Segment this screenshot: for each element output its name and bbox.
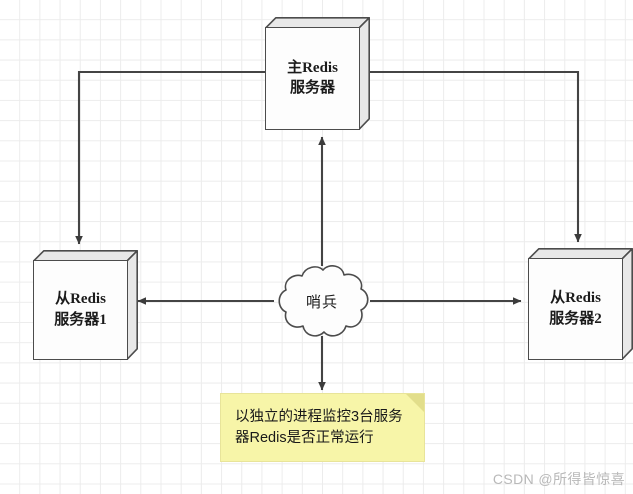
cloud-shape bbox=[278, 265, 369, 337]
csdn-watermark: CSDN @所得皆惊喜 bbox=[492, 471, 625, 487]
master-label-line1: 主Redis bbox=[287, 59, 338, 77]
master-label-line2: 服务器 bbox=[289, 80, 335, 96]
master-box-face: 主Redis 服务器 bbox=[265, 27, 360, 130]
edge-master-to-slave1 bbox=[75, 70, 265, 245]
node-slave-redis-server-1[interactable]: 从Redis 服务器1 bbox=[33, 250, 138, 360]
slave1-box-face: 从Redis 服务器1 bbox=[33, 260, 128, 360]
slave2-label-line1: 从Redis bbox=[550, 289, 601, 307]
sentinel-label: 哨兵 bbox=[305, 293, 338, 311]
slave1-label-line1: 从Redis bbox=[55, 290, 106, 308]
slave2-label-line2: 服务器2 bbox=[549, 310, 602, 327]
edge-master-to-slave2 bbox=[370, 70, 582, 243]
node-master-redis-server[interactable]: 主Redis 服务器 bbox=[265, 17, 370, 130]
note-text: 以独立的进程监控3台服务器Redis是否正常运行 bbox=[235, 408, 403, 446]
note-fold-corner bbox=[406, 394, 424, 412]
node-sentinel-note[interactable]: 以独立的进程监控3台服务器Redis是否正常运行 bbox=[220, 393, 425, 462]
node-sentinel-cloud[interactable]: 哨兵 bbox=[272, 262, 372, 340]
slave2-box-face: 从Redis 服务器2 bbox=[528, 258, 623, 360]
slave1-label-line2: 服务器1 bbox=[54, 311, 107, 328]
node-slave-redis-server-2[interactable]: 从Redis 服务器2 bbox=[528, 248, 633, 360]
